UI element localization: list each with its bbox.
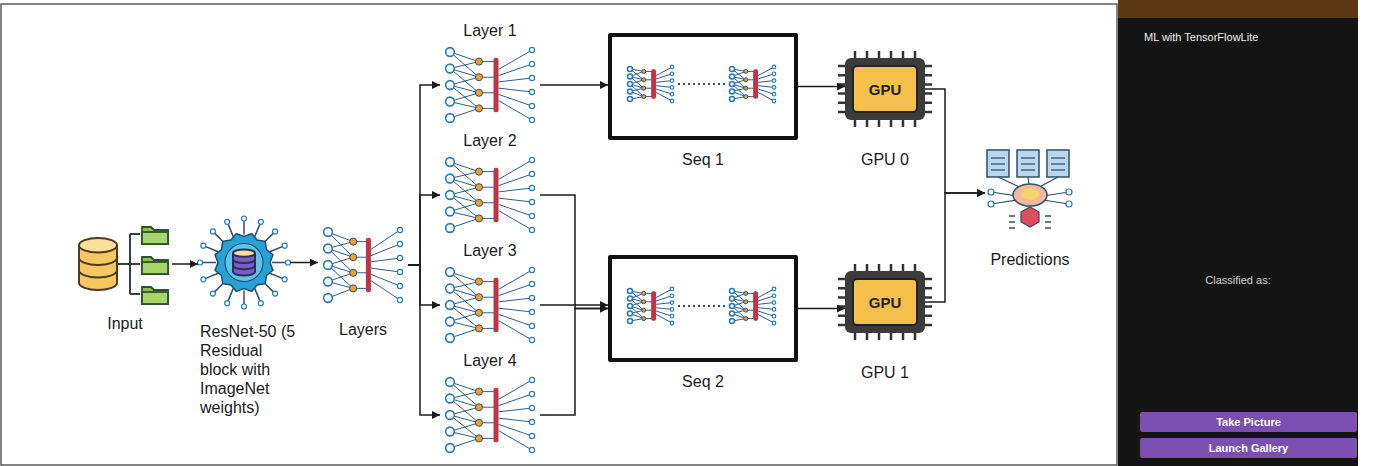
phone-button: Launch Gallery (1140, 438, 1357, 458)
connector-arrow (408, 265, 440, 305)
predictions-icon-art (987, 150, 1072, 228)
network-glyph (730, 65, 776, 103)
network-glyph (446, 47, 535, 122)
resnet-icon-art (198, 216, 291, 309)
node-label: Seq 1 (682, 150, 724, 169)
node-label: Seq 2 (682, 372, 724, 391)
layer-icon: Layer 2 (440, 152, 540, 238)
seq-box: Seq 2 (608, 255, 798, 362)
layers-icon-art (324, 227, 403, 302)
node-label: Predictions (990, 250, 1069, 269)
gpu-chip-art (838, 51, 932, 127)
node-text: Take Picture (1216, 415, 1281, 429)
connector-arrow (408, 85, 440, 265)
connector-arrow (540, 309, 608, 416)
connector-arrow (540, 304, 608, 306)
connector-arrow (540, 84, 608, 86)
layer-icon-art (446, 47, 535, 122)
network-glyph (446, 377, 535, 452)
node-label: Layer 3 (463, 241, 516, 260)
node-label: Layer 4 (463, 351, 516, 370)
node-label: Layer 1 (463, 21, 516, 40)
connector-arrow (290, 262, 318, 264)
screen-text: Classified as: (1205, 273, 1270, 287)
network-glyph (446, 157, 535, 232)
connector-arrow (408, 265, 440, 415)
input-icon: Input (78, 222, 172, 306)
seq-box-art (628, 65, 776, 103)
connector-arrow (540, 195, 608, 309)
layer-icon: Layer 4 (440, 372, 540, 458)
network-glyph (628, 287, 674, 325)
seq-box-art (628, 287, 776, 325)
connector-arrow (798, 86, 845, 88)
diagram-frame (1, 4, 1117, 465)
node-text: GPU (869, 293, 902, 312)
connector-arrow (172, 263, 198, 265)
network-glyph (446, 267, 535, 342)
layer-icon-art (446, 157, 535, 232)
phone-button: Take Picture (1140, 412, 1357, 432)
network-glyph (324, 227, 403, 302)
predictions-icon: Predictions (985, 150, 1075, 236)
gpu-chip-art (838, 264, 932, 340)
resnet-icon: ResNet-50 (5 Residual block with ImageNe… (198, 215, 290, 310)
node-label: GPU 0 (861, 150, 909, 169)
node-label: ResNet-50 (5 Residual block with ImageNe… (200, 322, 302, 417)
network-glyph (628, 65, 674, 103)
network-glyph (730, 287, 776, 325)
phone-screen: Take PictureLaunch Gallery ML with Tensor… (1118, 0, 1358, 466)
gpu-chip: GPUGPU 1 (845, 271, 925, 333)
node-text: GPU (869, 80, 902, 99)
node-text: Launch Gallery (1209, 441, 1288, 455)
layer-icon-art (446, 267, 535, 342)
connector-arrow (925, 193, 985, 302)
node-label: Layer 2 (463, 131, 516, 150)
node-label: GPU 1 (861, 363, 909, 382)
layer-icon-art (446, 377, 535, 452)
status-bar (1118, 0, 1358, 18)
layers-icon: Layers (318, 222, 408, 308)
seq-box: Seq 1 (608, 33, 798, 140)
input-icon-art (79, 227, 168, 304)
connector-arrow (408, 195, 440, 265)
connector-arrow (925, 89, 985, 193)
layer-icon: Layer 1 (440, 42, 540, 128)
gpu-chip: GPUGPU 0 (845, 58, 925, 120)
node-label: Input (107, 314, 143, 333)
node-label: Layers (339, 320, 387, 339)
screen-text: ML with TensorFlowLite (1144, 30, 1258, 44)
connector-arrow (798, 308, 845, 310)
layer-icon: Layer 3 (440, 262, 540, 348)
